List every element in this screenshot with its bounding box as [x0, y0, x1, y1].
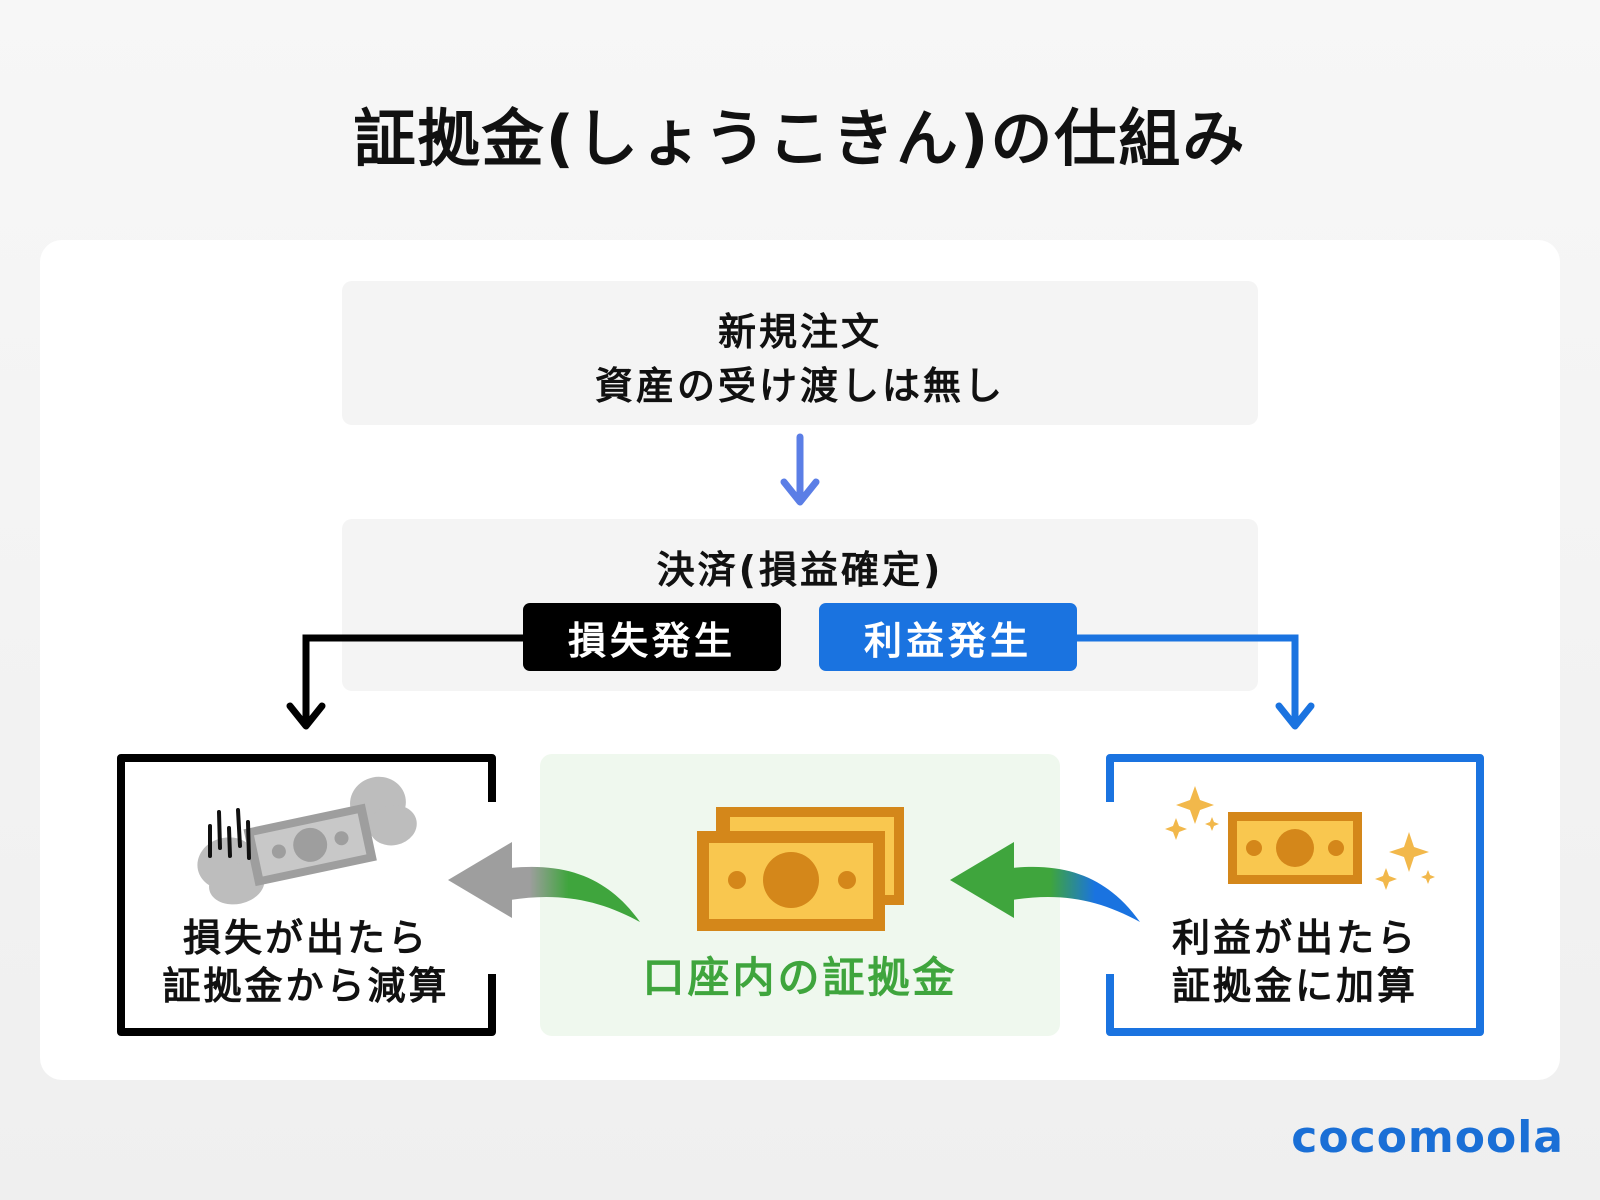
loss-outcome-line2: 証拠金から減算: [162, 964, 450, 1008]
brand-logo: cocomoola: [1291, 1112, 1564, 1163]
account-margin-label: 口座内の証拠金: [642, 953, 958, 1002]
loss-badge: 損失発生: [523, 603, 781, 671]
new-order-title: 新規注文: [717, 310, 882, 354]
new-order-subtitle: 資産の受け渡しは無し: [594, 364, 1005, 408]
profit-badge: 利益発生: [819, 603, 1077, 671]
page-title: 証拠金(しょうこきん)の仕組み: [353, 102, 1247, 175]
settlement-card: 決済(損益確定): [342, 519, 1258, 691]
new-order-card: 新規注文 資産の受け渡しは無し: [342, 281, 1258, 425]
profit-outcome-line2: 証拠金に加算: [1171, 964, 1418, 1008]
loss-outcome-box: 損失が出たら 証拠金から減算: [117, 754, 495, 1036]
profit-outcome-box: 利益が出たら 証拠金に加算: [1106, 754, 1484, 1036]
settlement-title: 決済(損益確定): [656, 548, 944, 592]
loss-outcome-line1: 損失が出たら: [182, 916, 429, 960]
profit-outcome-line1: 利益が出たら: [1171, 916, 1418, 960]
account-margin-box: 口座内の証拠金: [540, 754, 1060, 1036]
